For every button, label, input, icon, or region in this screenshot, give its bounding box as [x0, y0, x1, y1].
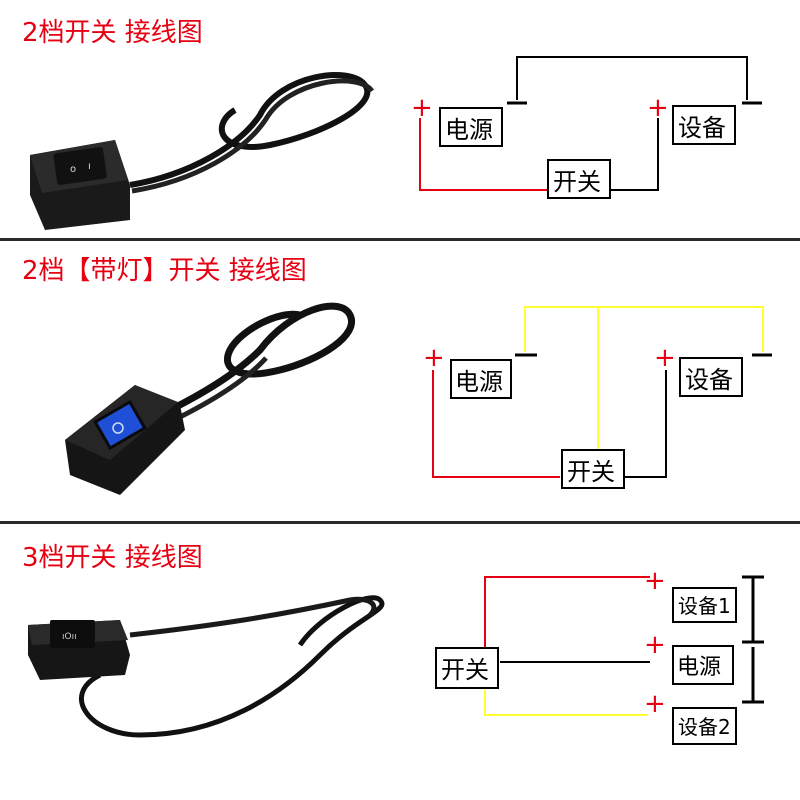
three-position-switch-photo: ıOıı [28, 595, 385, 738]
device-label-2: 设备 [685, 366, 733, 394]
device-plus-sign: + [647, 93, 669, 123]
svg-text:+: + [654, 343, 676, 373]
power-label-3: 电源 [677, 655, 721, 680]
switch-label-3: 开关 [441, 656, 489, 684]
switch-label: 开关 [553, 168, 601, 196]
svg-text:ı: ı [88, 161, 91, 172]
svg-text:+: + [423, 343, 445, 373]
positive-wire-device1 [484, 576, 650, 650]
svg-text:ıOıı: ıOıı [62, 632, 77, 642]
device1-label: 设备1 [678, 594, 731, 618]
svg-text:+: + [644, 689, 666, 719]
device-label: 设备 [678, 114, 726, 142]
lighted-rocker-switch-photo [65, 302, 355, 495]
divider-2 [0, 521, 800, 524]
power-plus-sign: + [411, 93, 433, 123]
section-1-diagram: + + 电源 设备 开关 [411, 56, 762, 199]
positive-wire-2 [432, 370, 560, 478]
section-3-title: 3档开关 接线图 [22, 543, 203, 573]
positive-wire-device2 [484, 688, 648, 716]
svg-text:o: o [70, 164, 76, 175]
device2-label: 设备2 [678, 715, 731, 739]
power-label-2: 电源 [455, 368, 503, 396]
svg-text:+: + [644, 630, 666, 660]
switch-label-2: 开关 [567, 458, 615, 486]
negative-wire [516, 56, 748, 100]
section-2-title: 2档【带灯】开关 接线图 [22, 256, 307, 286]
lamp-wire [524, 306, 764, 352]
divider-1 [0, 238, 800, 241]
section-1-title: 2档开关 接线图 [22, 18, 203, 48]
rocker-switch-photo: o ı [30, 72, 375, 230]
switch-to-device-wire [610, 118, 659, 191]
lamp-indicator [93, 399, 147, 451]
positive-wire [419, 118, 548, 191]
power-label: 电源 [445, 116, 493, 144]
svg-text:+: + [644, 566, 666, 596]
